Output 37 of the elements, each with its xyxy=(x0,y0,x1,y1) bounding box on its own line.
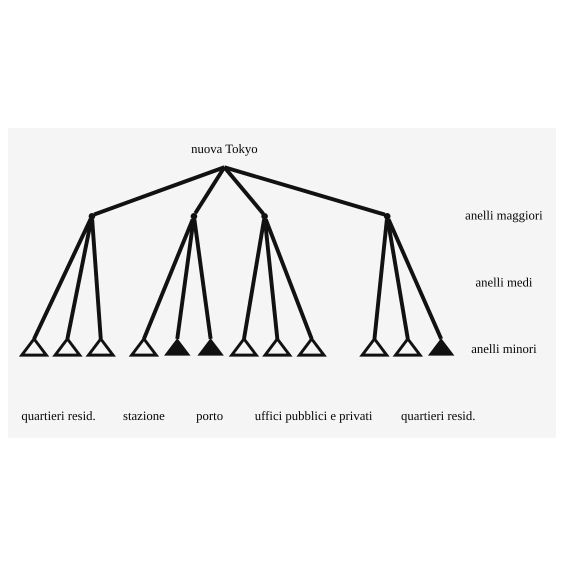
connector xyxy=(262,218,280,339)
label: quartieri resid. xyxy=(401,408,476,422)
connector xyxy=(242,218,266,339)
node-point xyxy=(88,212,96,220)
node-triangle xyxy=(428,338,454,356)
connector xyxy=(142,218,195,340)
label: anelli maggiori xyxy=(465,208,543,222)
connector xyxy=(386,218,443,340)
connector xyxy=(264,218,314,340)
connector xyxy=(90,218,103,339)
connector xyxy=(386,218,410,339)
node-triangle xyxy=(197,338,224,356)
label: uffici pubblici e privati xyxy=(254,408,372,422)
connector xyxy=(175,218,196,339)
connector xyxy=(32,218,92,340)
connector xyxy=(224,164,386,216)
node-point xyxy=(261,212,268,220)
node-point xyxy=(190,212,198,220)
node-triangle xyxy=(164,338,191,356)
node-fork xyxy=(52,336,83,356)
label: porto xyxy=(196,408,224,422)
connector xyxy=(94,164,226,216)
node-point xyxy=(384,212,391,220)
connector xyxy=(372,218,389,339)
label: anelli minori xyxy=(471,342,537,356)
node-fork xyxy=(128,336,160,356)
connector xyxy=(194,166,226,214)
node-fork xyxy=(228,336,260,356)
node-fork xyxy=(18,336,50,356)
node-text: nuova Tokyo xyxy=(191,141,258,156)
node-fork xyxy=(359,336,390,356)
label: stazione xyxy=(123,408,165,422)
label: quartieri resid. xyxy=(21,408,96,422)
node-fork xyxy=(296,336,327,356)
label: anelli medi xyxy=(475,274,532,289)
connector xyxy=(192,218,213,339)
node-fork xyxy=(392,336,424,356)
